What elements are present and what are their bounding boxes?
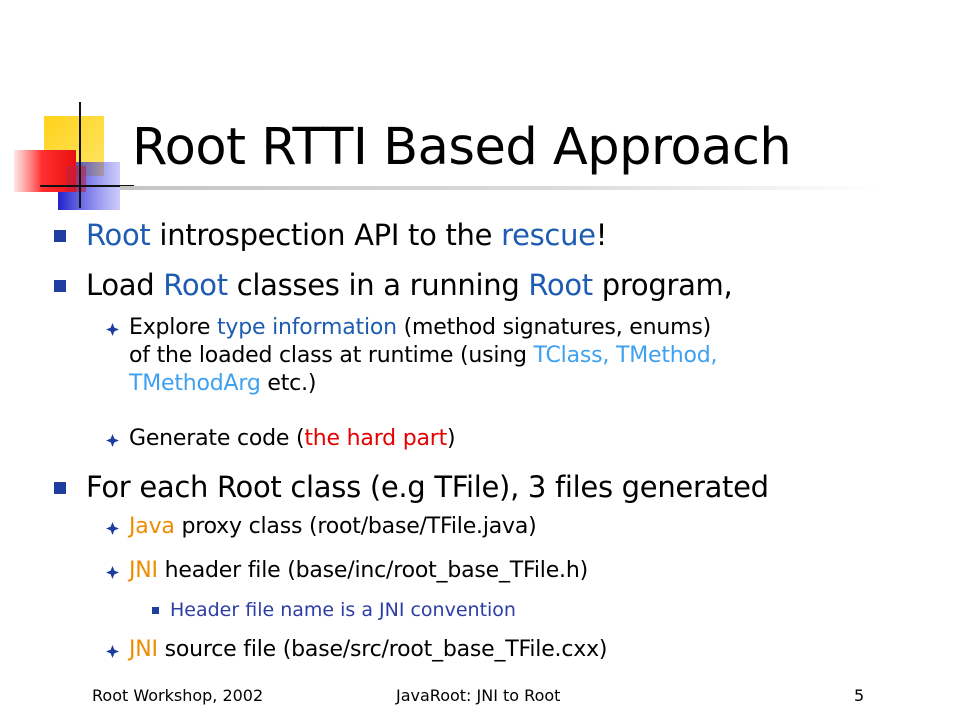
bullet-text: JNI source file (base/src/root_base_TFil…	[129, 637, 608, 662]
diamond-bullet-icon	[106, 434, 119, 447]
bullet-text: JNI header file (base/inc/root_base_TFil…	[129, 558, 588, 583]
slide-title: Root RTTI Based Approach	[132, 118, 792, 177]
bullet-text: Explore type information (method signatu…	[129, 315, 718, 396]
square-bullet-icon	[54, 230, 66, 242]
square-bullet-icon	[54, 280, 66, 292]
footer-center: JavaRoot: JNI to Root	[396, 686, 561, 705]
bullet-text: For each Root class (e.g TFile), 3 files…	[86, 470, 769, 504]
diamond-bullet-icon	[106, 323, 119, 336]
footer-left: Root Workshop, 2002	[92, 686, 264, 705]
bullet-text: Header file name is a JNI convention	[170, 599, 516, 621]
bullet-text: Java proxy class (root/base/TFile.java)	[129, 514, 537, 539]
small-square-bullet-icon	[152, 607, 159, 614]
diamond-bullet-icon	[106, 645, 119, 658]
diamond-bullet-icon	[106, 522, 119, 535]
bullet-text: Load Root classes in a running Root prog…	[86, 268, 733, 302]
bullet-text: Root introspection API to the rescue!	[86, 218, 608, 252]
title-underline	[120, 186, 880, 190]
square-bullet-icon	[54, 482, 66, 494]
bullet-text: Generate code (the hard part)	[129, 426, 456, 451]
diamond-bullet-icon	[106, 566, 119, 579]
slide-logo-graphic	[14, 102, 134, 210]
page-number: 5	[854, 686, 865, 705]
